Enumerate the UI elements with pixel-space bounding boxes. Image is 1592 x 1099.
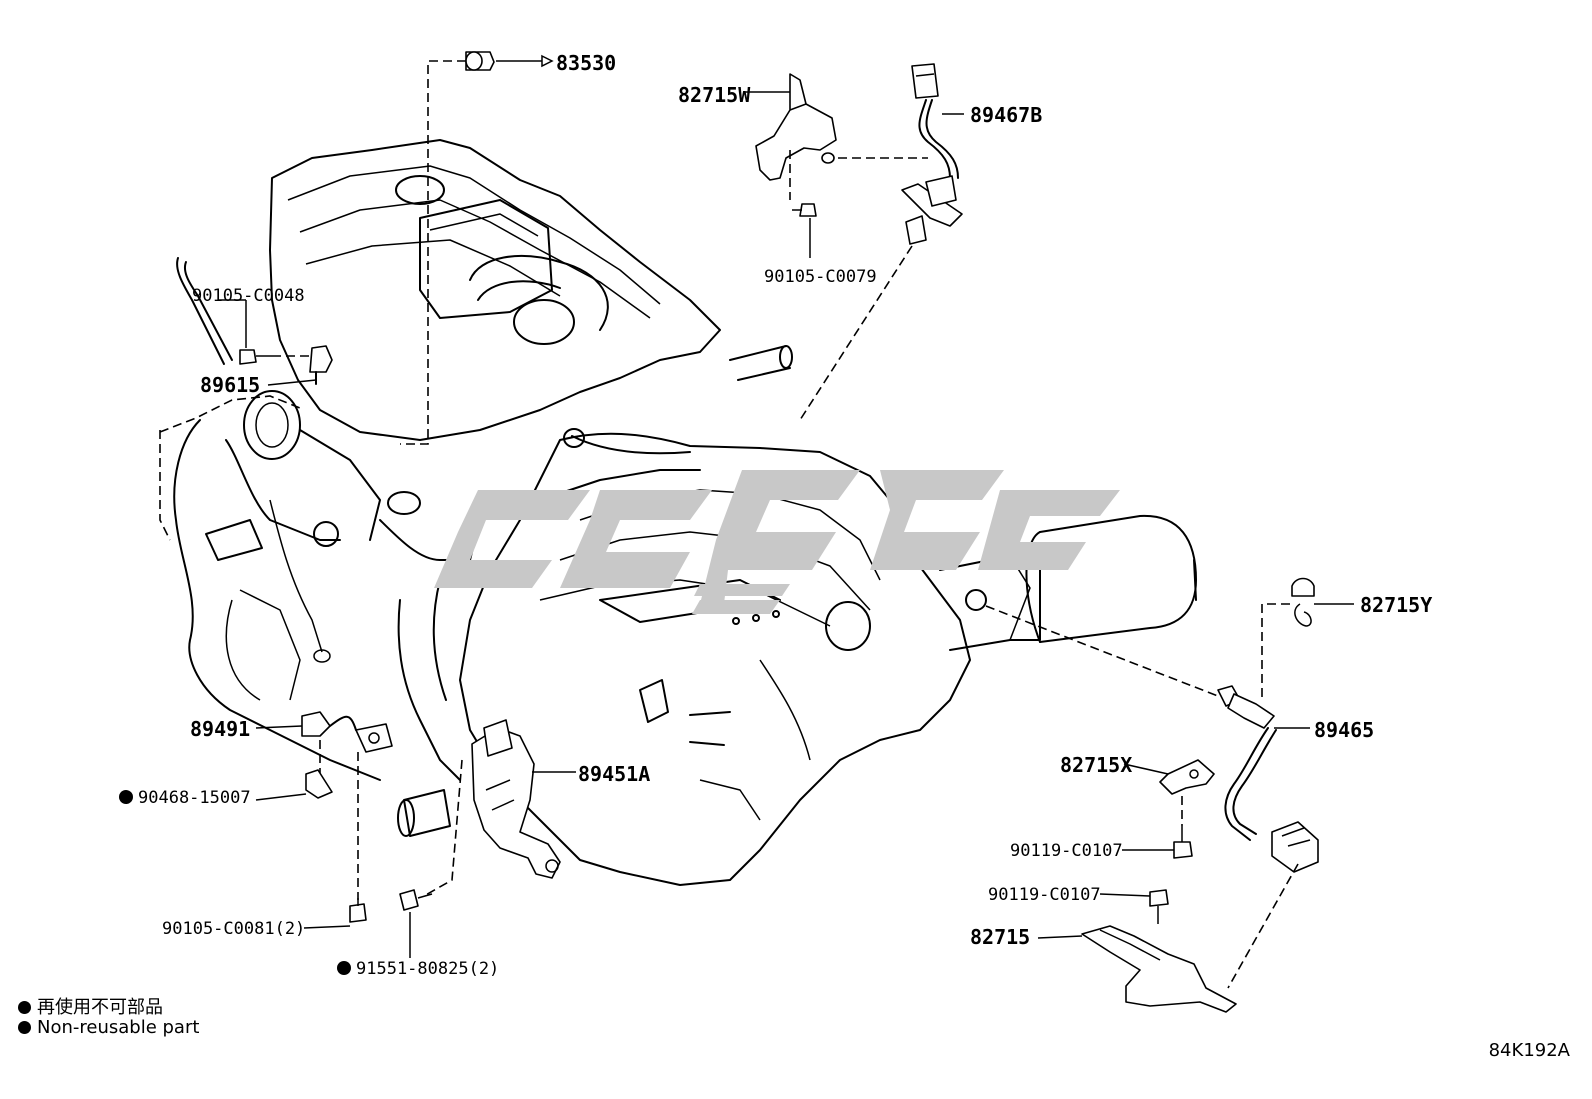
part-89467B-o2-sensor [901, 63, 964, 245]
dash-89451A [423, 759, 463, 897]
label-90105-C0048: 90105-C0048 [192, 286, 305, 306]
part-89451A-switch [471, 719, 576, 879]
label-90119-C0107-a: 90119-C0107 [1010, 841, 1123, 861]
part-90119-C0107-bolt-a [1122, 796, 1193, 859]
legend-japanese-text: 再使用不可部品 [37, 997, 163, 1018]
label-90468-15007: 90468-15007 [138, 788, 251, 808]
part-90105-C0081-bolt [303, 898, 367, 929]
label-83530: 83530 [556, 51, 616, 75]
label-89615: 89615 [200, 373, 260, 397]
watermark-logo [434, 470, 1120, 614]
part-90105-C0048-bolt [218, 299, 272, 365]
dash-89465-exhaust [985, 605, 1219, 697]
part-89491-sensor [255, 711, 393, 900]
part-89615-sensor [267, 345, 333, 386]
part-82715Y-clip [1291, 577, 1354, 627]
label-82715X: 82715X [1060, 753, 1132, 777]
label-89451A: 89451A [578, 762, 650, 786]
part-90468-15007-clip [255, 769, 333, 801]
dash-89467B-exhaust [799, 245, 913, 421]
label-91551-80825: 91551-80825(2) [356, 959, 499, 979]
legend-english: Non-reusable part [18, 1017, 199, 1038]
dash-83530 [400, 60, 466, 445]
legend-dot-icon [18, 1021, 31, 1034]
label-90105-C0081: 90105-C0081(2) [162, 919, 305, 939]
dash-89465-bracket [1227, 863, 1299, 989]
diagram-code: 84K192A [1488, 1040, 1570, 1061]
part-90119-C0107-bolt-b [1099, 889, 1169, 924]
label-89467B: 89467B [970, 103, 1042, 127]
legend-japanese: 再使用不可部品 [18, 993, 163, 1019]
part-91551-80825-bolt [399, 889, 433, 958]
label-82715: 82715 [970, 925, 1030, 949]
label-82715Y: 82715Y [1360, 593, 1432, 617]
nonreusable-dot-90468-15007 [119, 790, 133, 804]
part-82715-bracket [1037, 925, 1237, 1013]
label-90105-C0079: 90105-C0079 [764, 267, 877, 287]
part-90105-C0079-bolt [789, 150, 817, 258]
legend-english-text: Non-reusable part [37, 1017, 200, 1038]
label-89491: 89491 [190, 717, 250, 741]
part-82715W-bracket [744, 73, 837, 181]
nonreusable-dot-91551-80825 [337, 961, 351, 975]
label-90119-C0107-b: 90119-C0107 [988, 885, 1101, 905]
label-82715W: 82715W [678, 83, 751, 107]
part-82715X-bracket [1123, 759, 1215, 795]
part-89465-o2-sensor [1217, 685, 1319, 873]
dash-82715Y [1261, 603, 1290, 700]
legend-dot-icon [18, 1001, 31, 1014]
part-83530-sensor [465, 51, 554, 71]
engine-illustration [159, 139, 793, 837]
label-89465: 89465 [1314, 718, 1374, 742]
